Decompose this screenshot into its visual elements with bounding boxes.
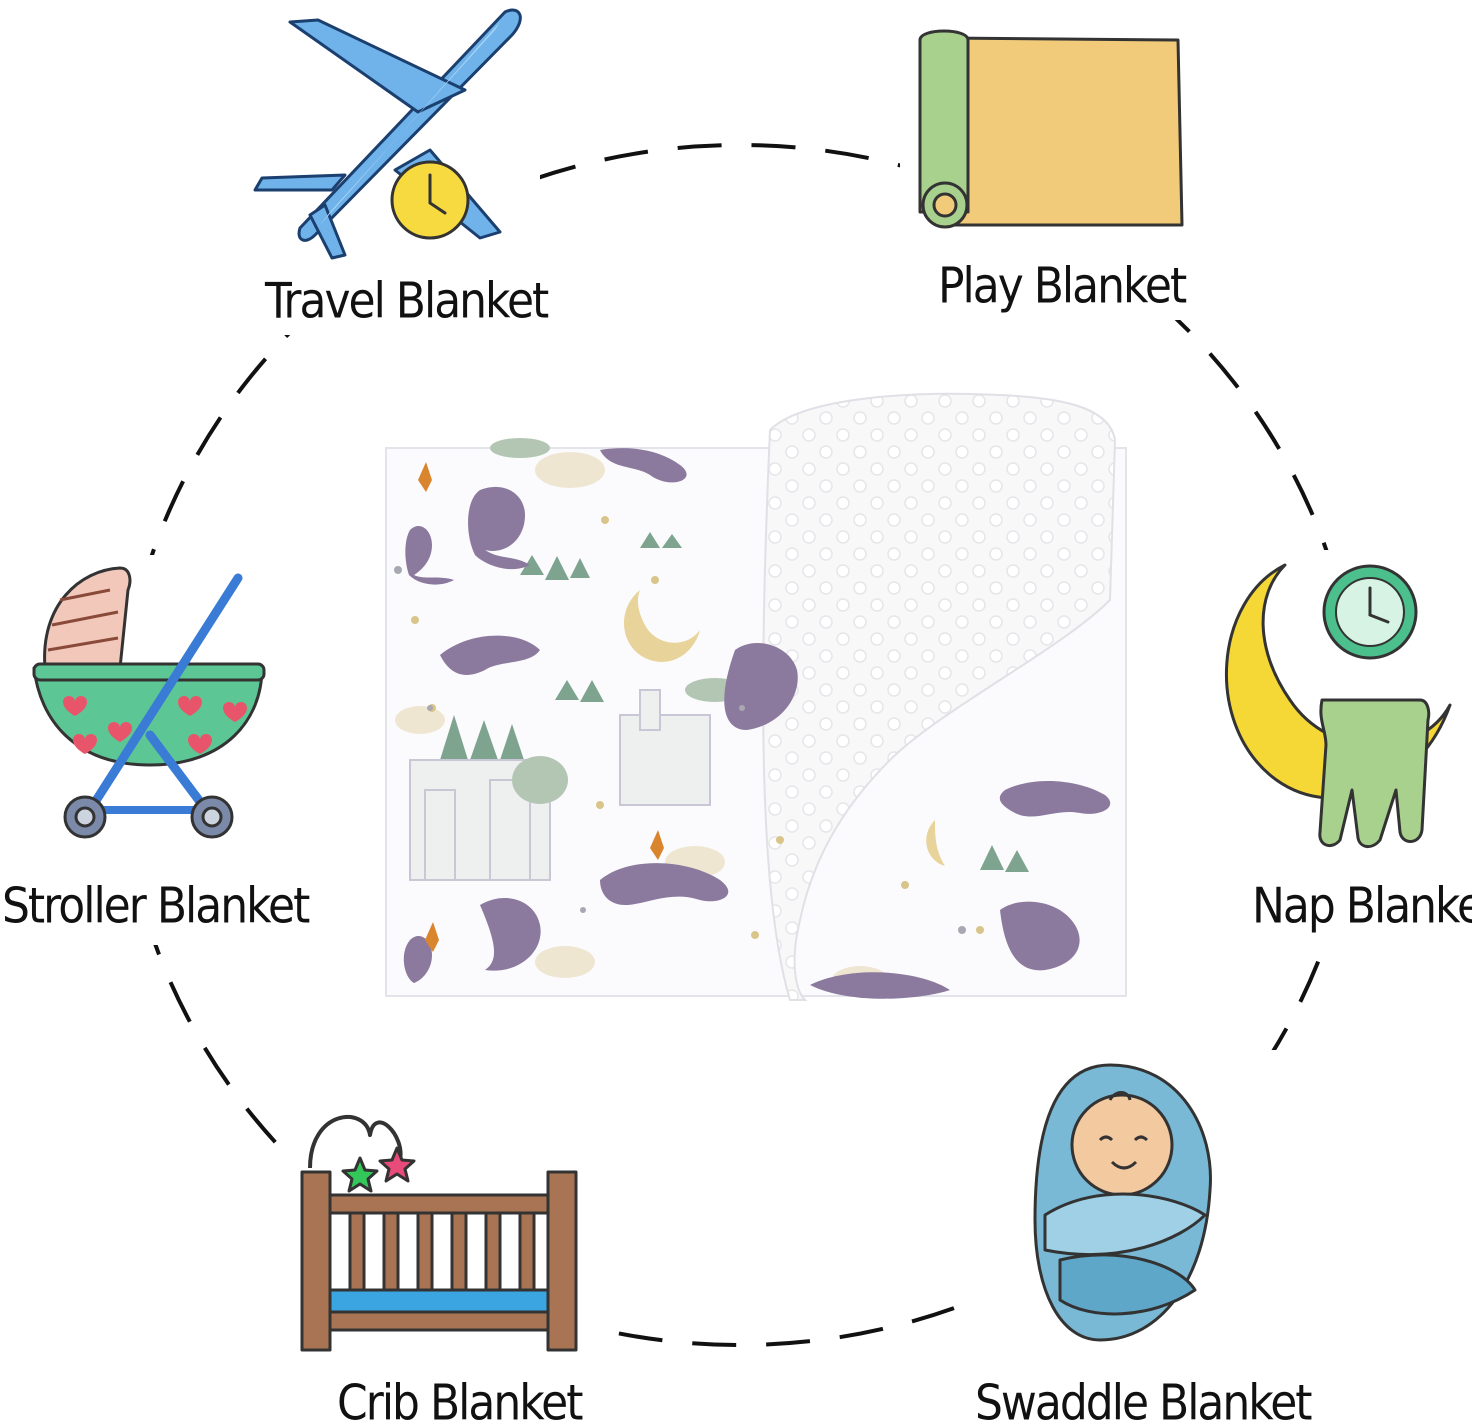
stroller-icon [32, 566, 266, 839]
swaddled-baby-icon [1033, 1063, 1212, 1342]
moon-icon [1224, 563, 1452, 800]
crib-blanket-label: Crib Blanket [337, 1374, 583, 1426]
nap-blanket-label: Nap Blanket [1252, 877, 1472, 935]
nap-blanket-icon [1318, 698, 1431, 848]
blanket-product-image [385, 392, 1127, 1001]
play-blanket-label: Play Blanket [938, 257, 1187, 315]
clock-icon [390, 160, 470, 240]
crib-icon [300, 1115, 578, 1352]
play-mat-roll-icon [918, 29, 1184, 229]
clock-icon [1322, 564, 1418, 660]
swaddle-blanket-label: Swaddle Blanket [975, 1374, 1313, 1426]
stroller-blanket-label: Stroller Blanket [2, 877, 310, 935]
travel-blanket-label: Travel Blanket [265, 272, 549, 330]
